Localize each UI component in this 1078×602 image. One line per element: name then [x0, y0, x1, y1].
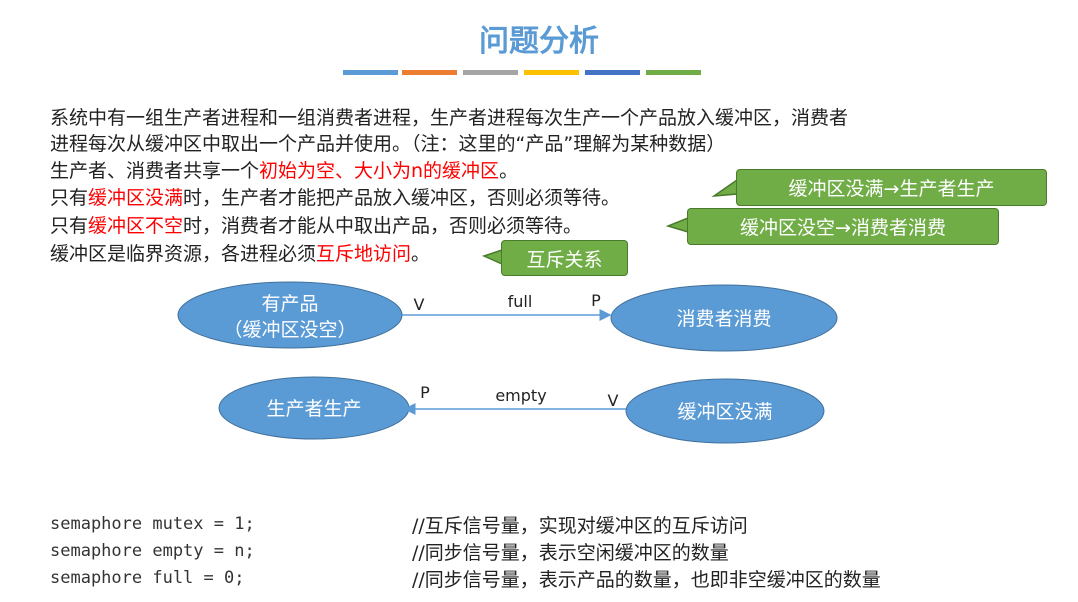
code-line: semaphore empty = n; [50, 541, 255, 561]
node-label: 有产品 [261, 293, 318, 315]
text-line: 系统中有一组生产者进程和一组消费者进程，生产者进程每次生产一个产品放入缓冲区，消… [50, 107, 849, 129]
p-label: P [420, 383, 430, 402]
code-line: semaphore mutex = 1; [50, 514, 255, 534]
highlight: 缓冲区不空 [88, 215, 184, 237]
node-label: （缓冲区没空） [223, 319, 356, 341]
callout-producer: 缓冲区没满→生产者生产 [736, 169, 1047, 206]
node-not-full [625, 378, 825, 444]
accent-bar [402, 70, 457, 75]
node-label: 消费者消费 [676, 308, 771, 330]
p-label: P [591, 291, 601, 310]
text: 时，消费者才能从中取出产品，否则必须等待。 [183, 215, 583, 237]
code-comment: //互斥信号量，实现对缓冲区的互斥访问 [412, 515, 748, 537]
highlight: 缓冲区没满 [88, 187, 184, 209]
node-label: 生产者生产 [266, 398, 361, 420]
accent-bar [646, 70, 701, 75]
node-label: 缓冲区没满 [677, 401, 772, 423]
code-comment: //同步信号量，表示产品的数量，也即非空缓冲区的数量 [412, 569, 881, 591]
text: 。 [499, 160, 519, 182]
code-comment: //同步信号量，表示空闲缓冲区的数量 [412, 542, 729, 564]
text: 时，生产者才能把产品放入缓冲区，否则必须等待。 [183, 187, 621, 209]
highlight: 互斥地访问 [316, 243, 412, 265]
callout-consumer: 缓冲区没空→消费者消费 [687, 208, 999, 245]
text-line: 只有缓冲区没满时，生产者才能把产品放入缓冲区，否则必须等待。 [50, 183, 620, 210]
accent-bar [343, 70, 398, 75]
text: 生产者、消费者共享一个 [50, 160, 260, 182]
text-line: 缓冲区是临界资源，各进程必须互斥地访问。 [50, 239, 430, 266]
text: 缓冲区是临界资源，各进程必须 [50, 243, 317, 265]
v-label: V [608, 391, 619, 410]
full-label: full [508, 292, 533, 311]
empty-label: empty [495, 386, 546, 405]
text-line: 只有缓冲区不空时，消费者才能从中取出产品，否则必须等待。 [50, 211, 582, 238]
text: 只有 [50, 215, 89, 237]
accent-bar [585, 70, 640, 75]
code-line: semaphore full = 0; [50, 568, 245, 588]
text-line: 进程每次从缓冲区中取出一个产品并使用。（注：这里的“产品”理解为某种数据） [50, 133, 726, 155]
accent-bar [524, 70, 579, 75]
callout-mutex: 互斥关系 [501, 240, 628, 276]
text-line: 生产者、消费者共享一个初始为空、大小为n的缓冲区。 [50, 156, 518, 183]
highlight: 初始为空、大小为n的缓冲区 [259, 160, 500, 182]
v-label: V [414, 295, 425, 314]
accent-bar [463, 70, 518, 75]
text: 。 [411, 243, 431, 265]
page-title: 问题分析 [479, 24, 599, 59]
text: 只有 [50, 187, 89, 209]
